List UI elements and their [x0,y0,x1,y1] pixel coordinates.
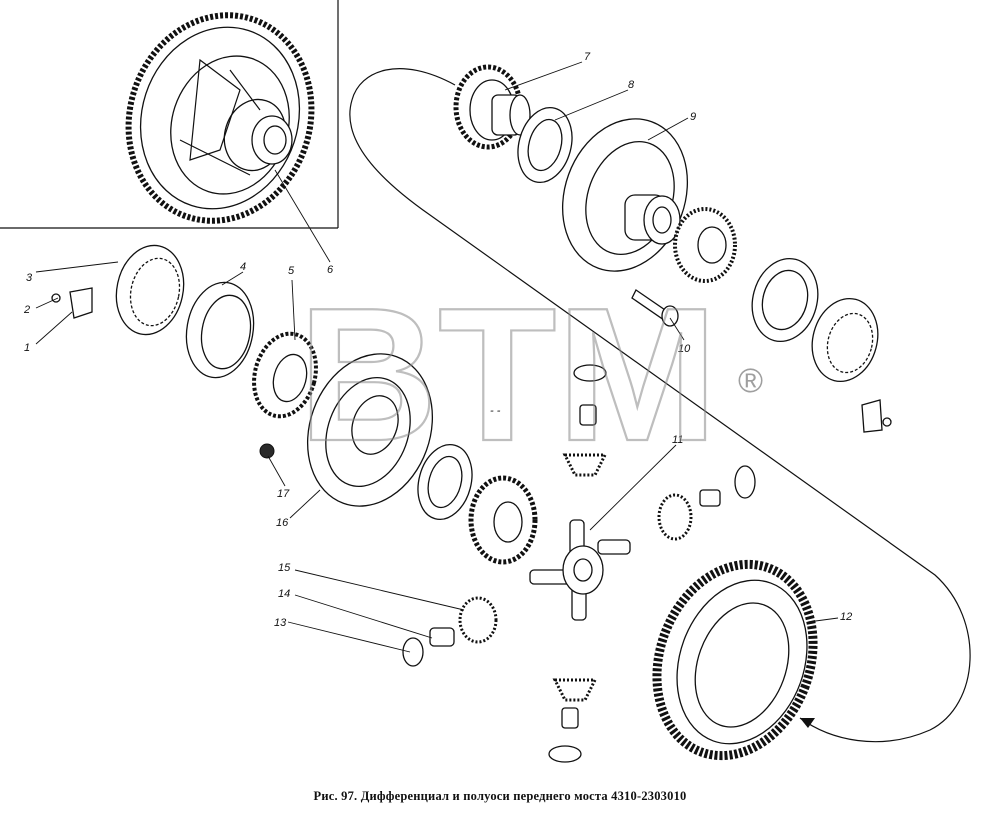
callout-16: 16 [276,517,289,529]
leader-lines [35,61,839,653]
callout-2: 2 [23,304,30,316]
callout-9: 9 [690,111,696,123]
right-bearing-cup [751,257,819,343]
callout-1: 1 [24,342,30,354]
callout-5: 5 [288,265,295,277]
part-1-lock-plate [69,287,93,319]
callout-11: 11 [672,434,683,446]
right-pinion-gear [657,493,693,541]
part-8-thrust-washer [517,107,573,183]
callout-3: 3 [26,272,33,284]
upper-pinion-washer [573,364,607,382]
registered-mark: ® [738,362,763,400]
callout-10: 10 [678,343,691,355]
part-5-bearing-cone [252,331,318,419]
callout-4: 4 [240,261,246,273]
callout-14: 14 [278,588,290,600]
assembly-route-arrow [349,68,971,743]
callout-17: 17 [277,488,290,500]
callout-12: 12 [840,611,852,623]
part-9-case-half [561,118,737,283]
part-7-pinion-gear [453,64,531,150]
callout-labels: 3 2 1 4 5 6 7 8 9 10 11 12 13 14 15 16 1… [23,51,852,629]
part-15-pinion-gear [458,596,498,644]
lower-pinion-gear [552,678,598,702]
part-10-bolt [631,289,679,327]
callout-8: 8 [628,79,635,91]
watermark-logo-text: BTM [298,269,718,481]
part-12-ring-gear [652,559,818,761]
part-17-nut [259,443,275,459]
upper-pinion-bushing [579,404,597,426]
part-14-bushing [429,627,455,647]
lower-pinion-washer [548,745,582,763]
part-2-lock-bolt [51,293,61,303]
right-adjusting-nut [811,297,879,383]
stray-mark: - - [490,405,501,417]
watermark: BTM ® [297,268,763,482]
right-lock-plate [861,399,892,433]
side-gear [468,475,538,565]
part-13-washer [402,637,424,667]
callout-6: 6 [327,264,334,276]
figure-caption: Рис. 97. Дифференциал и полуоси переднег… [313,789,687,803]
side-gear-washer [417,444,473,520]
right-pinion-washer [734,465,756,499]
part-11-spider [529,519,631,621]
lower-pinion-bushing [561,707,579,729]
callout-15: 15 [278,562,291,574]
inset-frame [0,0,339,229]
right-pinion-bushing [699,489,721,507]
part-16-case-half [306,353,434,507]
callout-13: 13 [274,617,287,629]
part-4-bearing-cup [185,281,255,379]
upper-pinion-gear [562,453,608,477]
part-3-adjusting-nut [115,244,185,336]
callout-7: 7 [584,51,591,63]
assembled-differential-inset [125,12,315,224]
